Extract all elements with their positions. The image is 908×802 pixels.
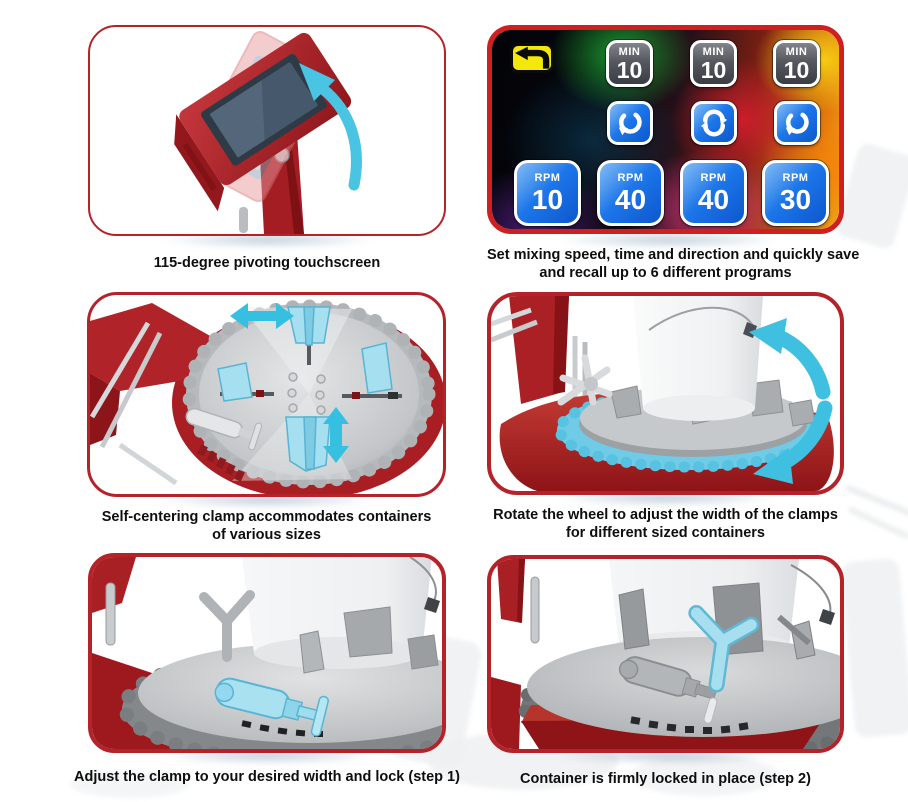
pivot-caption: 115-degree pivoting touchscreen [88, 254, 446, 272]
rotate-arrows [749, 318, 833, 484]
bucket-handle [409, 557, 437, 602]
wheel-illustration [491, 296, 834, 491]
direction-button-1[interactable] [607, 101, 653, 145]
caption-line: for different sized containers [565, 525, 765, 541]
clamp-jaws [217, 306, 393, 472]
red-slot-marks [197, 444, 245, 482]
speed-value: 10 [531, 184, 564, 215]
caption-line: Self-centering clamp accommodates contai… [101, 509, 432, 525]
scalloped-rim [182, 299, 436, 489]
caption-line: of various sizes [212, 527, 321, 543]
ghost-shadow-shape [70, 770, 190, 798]
guide-rod [530, 576, 540, 644]
clamp-illustration [90, 299, 443, 494]
highlighted-lock-lever [688, 605, 760, 693]
caption-line: Container is firmly locked in place (ste… [520, 771, 811, 787]
pivot-panel [88, 25, 446, 236]
caption-line: Adjust the clamp to your desired width a… [74, 769, 460, 785]
timer-button-3[interactable]: MIN 10 [773, 40, 820, 87]
touchscreen-panel: MIN 10 MIN 10 MIN 10 [487, 25, 844, 234]
wheel-panel [487, 292, 844, 495]
rotate-arrow-down-icon [753, 448, 793, 484]
step1-panel [88, 553, 446, 753]
timer-value: 10 [700, 56, 727, 83]
bucket-handle [648, 306, 754, 331]
speed-value: 40 [614, 184, 647, 215]
wheel-caption: Rotate the wheel to adjust the width of … [487, 506, 844, 542]
speed-button-3[interactable]: RPM 40 [680, 160, 747, 226]
machine-corner [497, 559, 540, 644]
step2-caption: Container is firmly locked in place (ste… [487, 770, 844, 788]
timer-button-2[interactable]: MIN 10 [690, 40, 737, 87]
back-arrow-icon [515, 46, 550, 69]
star-knob [557, 354, 613, 406]
step2-illustration [491, 559, 840, 749]
timer-unit: MIN [702, 45, 725, 58]
speed-unit: RPM [534, 172, 561, 184]
pivot-illustration [174, 31, 362, 234]
highlighted-lock-pin [214, 677, 329, 737]
lock-pin [185, 407, 263, 451]
programs-caption: Set mixing speed, time and direction and… [487, 246, 860, 282]
rotate-cycle-icon [700, 109, 728, 137]
rotate-ccw-icon [618, 112, 642, 136]
timer-unit: MIN [785, 45, 808, 58]
clamp-blades [299, 606, 439, 674]
back-button[interactable] [510, 43, 554, 73]
pedestal-knob [239, 207, 248, 233]
handle-rod [118, 442, 178, 486]
step1-caption: Adjust the clamp to your desired width a… [68, 768, 466, 786]
ghost-shadow-shape [630, 756, 780, 796]
caption-line: Set mixing speed, time and direction and… [487, 247, 860, 263]
center-bolts [287, 372, 326, 415]
red-side [491, 677, 521, 749]
timer-value: 10 [783, 56, 810, 83]
timer-value: 10 [616, 56, 643, 83]
clamp-caption: Self-centering clamp accommodates contai… [87, 508, 446, 544]
speed-button-1[interactable]: RPM 10 [514, 160, 581, 226]
pivot-arrow-icon [299, 63, 362, 191]
lock-pin [618, 656, 718, 724]
y-clamp [199, 590, 255, 662]
direction-button-2[interactable] [691, 101, 737, 145]
rotate-ccw-icon [785, 112, 809, 136]
speed-unit: RPM [700, 172, 727, 184]
clamp-panel [87, 292, 446, 497]
speed-button-4[interactable]: RPM 30 [762, 160, 829, 226]
speed-value: 40 [697, 184, 730, 215]
speed-unit: RPM [782, 172, 809, 184]
step2-panel [487, 555, 844, 753]
caption-line: and recall up to 6 different programs [539, 265, 792, 281]
handle-clip [819, 609, 835, 625]
adjust-arrows [230, 303, 349, 463]
machine-corner [92, 557, 136, 646]
speed-button-2[interactable]: RPM 40 [597, 160, 664, 226]
ghost-machine-shape [840, 557, 908, 739]
caption-line: Rotate the wheel to adjust the width of … [493, 507, 838, 523]
direction-button-3[interactable] [774, 101, 820, 145]
timer-button-1[interactable]: MIN 10 [606, 40, 653, 87]
machine-arm [90, 303, 212, 486]
step1-illustration [92, 557, 442, 749]
vertical-arrow-icon [323, 407, 349, 463]
slot-teeth [630, 716, 749, 734]
speed-value: 30 [779, 184, 812, 215]
timer-unit: MIN [618, 45, 641, 58]
ghost-machine-shape [833, 141, 908, 251]
caption-line: 115-degree pivoting touchscreen [153, 255, 381, 271]
horizontal-arrow-icon [230, 303, 294, 329]
guide-rod [105, 582, 116, 646]
side-label-mark [182, 142, 217, 192]
scalloped-rim [517, 645, 840, 749]
speed-unit: RPM [617, 172, 644, 184]
rotate-arrow-up-icon [749, 318, 787, 354]
bucket [633, 296, 763, 421]
handle-clip [424, 597, 440, 613]
